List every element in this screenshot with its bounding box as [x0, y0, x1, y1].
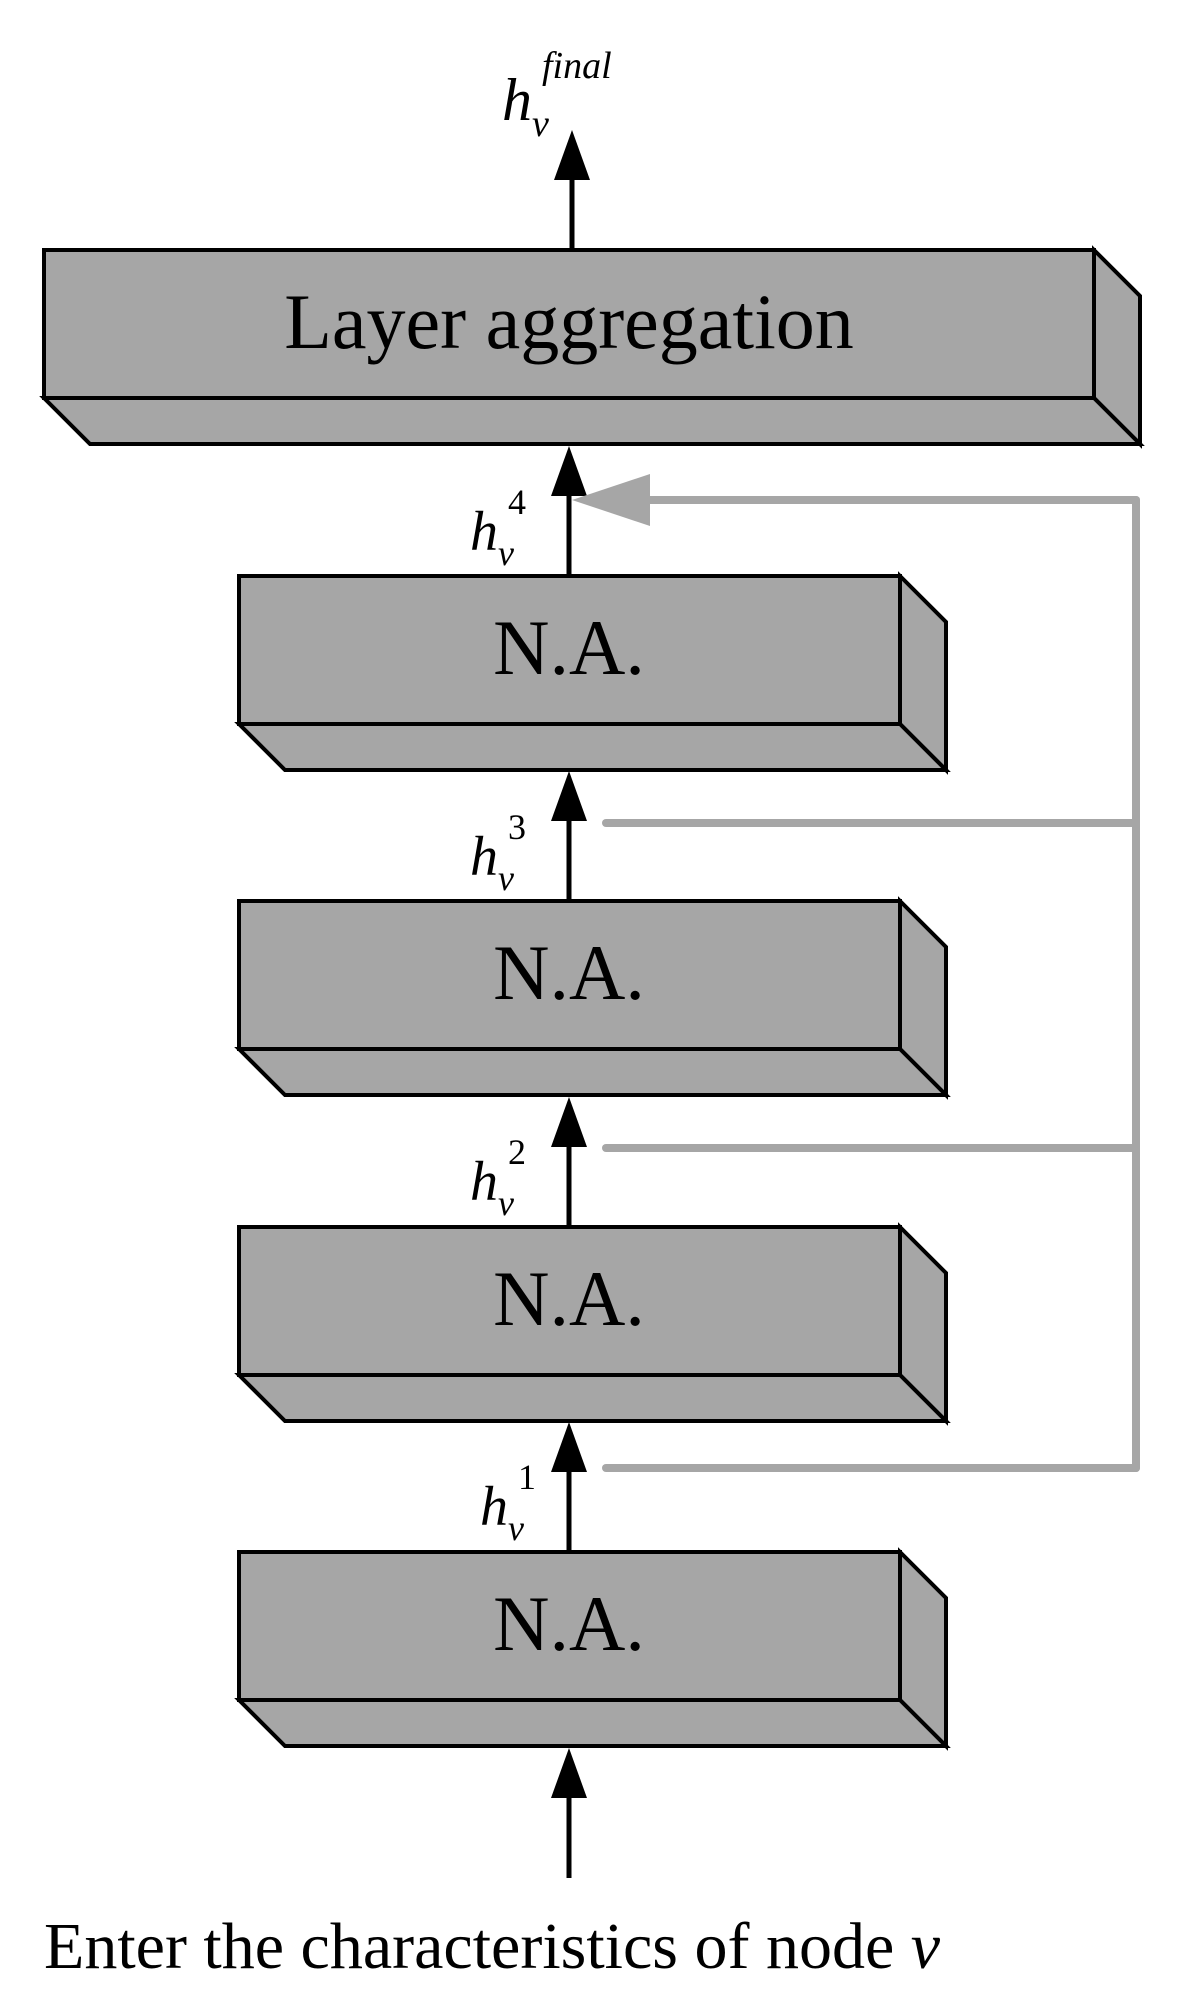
svg-text:h: h [470, 1151, 498, 1213]
na-block-4-label: N.A. [493, 604, 645, 691]
svg-text:v: v [498, 533, 514, 573]
svg-text:v: v [498, 1183, 514, 1223]
layer-aggregation-label: Layer aggregation [284, 278, 854, 365]
input-caption: Enter the characteristics of node v [44, 1910, 941, 1983]
na-block-1: N.A. [234, 1547, 951, 1751]
svg-text:h: h [480, 1476, 508, 1538]
svg-text:v: v [498, 858, 514, 898]
skip-arrowhead [572, 474, 650, 526]
final-output-arrow [554, 130, 590, 250]
arrow-h4 [551, 446, 587, 576]
arrow-h3 [551, 771, 587, 901]
final-output-sup: final [542, 45, 612, 87]
svg-text:h: h [470, 826, 498, 888]
h3-label: h v 3 [470, 807, 526, 898]
svg-text:2: 2 [508, 1132, 526, 1172]
arrow-h2 [551, 1097, 587, 1227]
na-block-4: N.A. [234, 571, 951, 775]
final-output-sub: v [532, 103, 549, 145]
final-output-label: h v final [502, 45, 612, 145]
svg-text:h: h [470, 501, 498, 563]
na-block-1-label: N.A. [493, 1580, 645, 1667]
na-block-3: N.A. [234, 896, 951, 1100]
h2-label: h v 2 [470, 1132, 526, 1223]
svg-text:1: 1 [518, 1457, 536, 1497]
na-block-3-label: N.A. [493, 929, 645, 1016]
skip-connections [572, 474, 1140, 1472]
svg-text:v: v [508, 1508, 524, 1548]
svg-text:3: 3 [508, 807, 526, 847]
arrow-h1 [551, 1422, 587, 1552]
na-block-2: N.A. [234, 1222, 951, 1426]
layer-aggregation-block: Layer aggregation [39, 245, 1145, 449]
input-arrow [551, 1748, 587, 1878]
na-block-2-label: N.A. [493, 1255, 645, 1342]
h4-label: h v 4 [470, 482, 526, 573]
final-output-base: h [502, 67, 532, 133]
svg-text:4: 4 [508, 482, 526, 522]
h1-label: h v 1 [480, 1457, 536, 1548]
input-caption-var: v [911, 1910, 941, 1983]
input-caption-text: Enter the characteristics of node [44, 1910, 911, 1983]
